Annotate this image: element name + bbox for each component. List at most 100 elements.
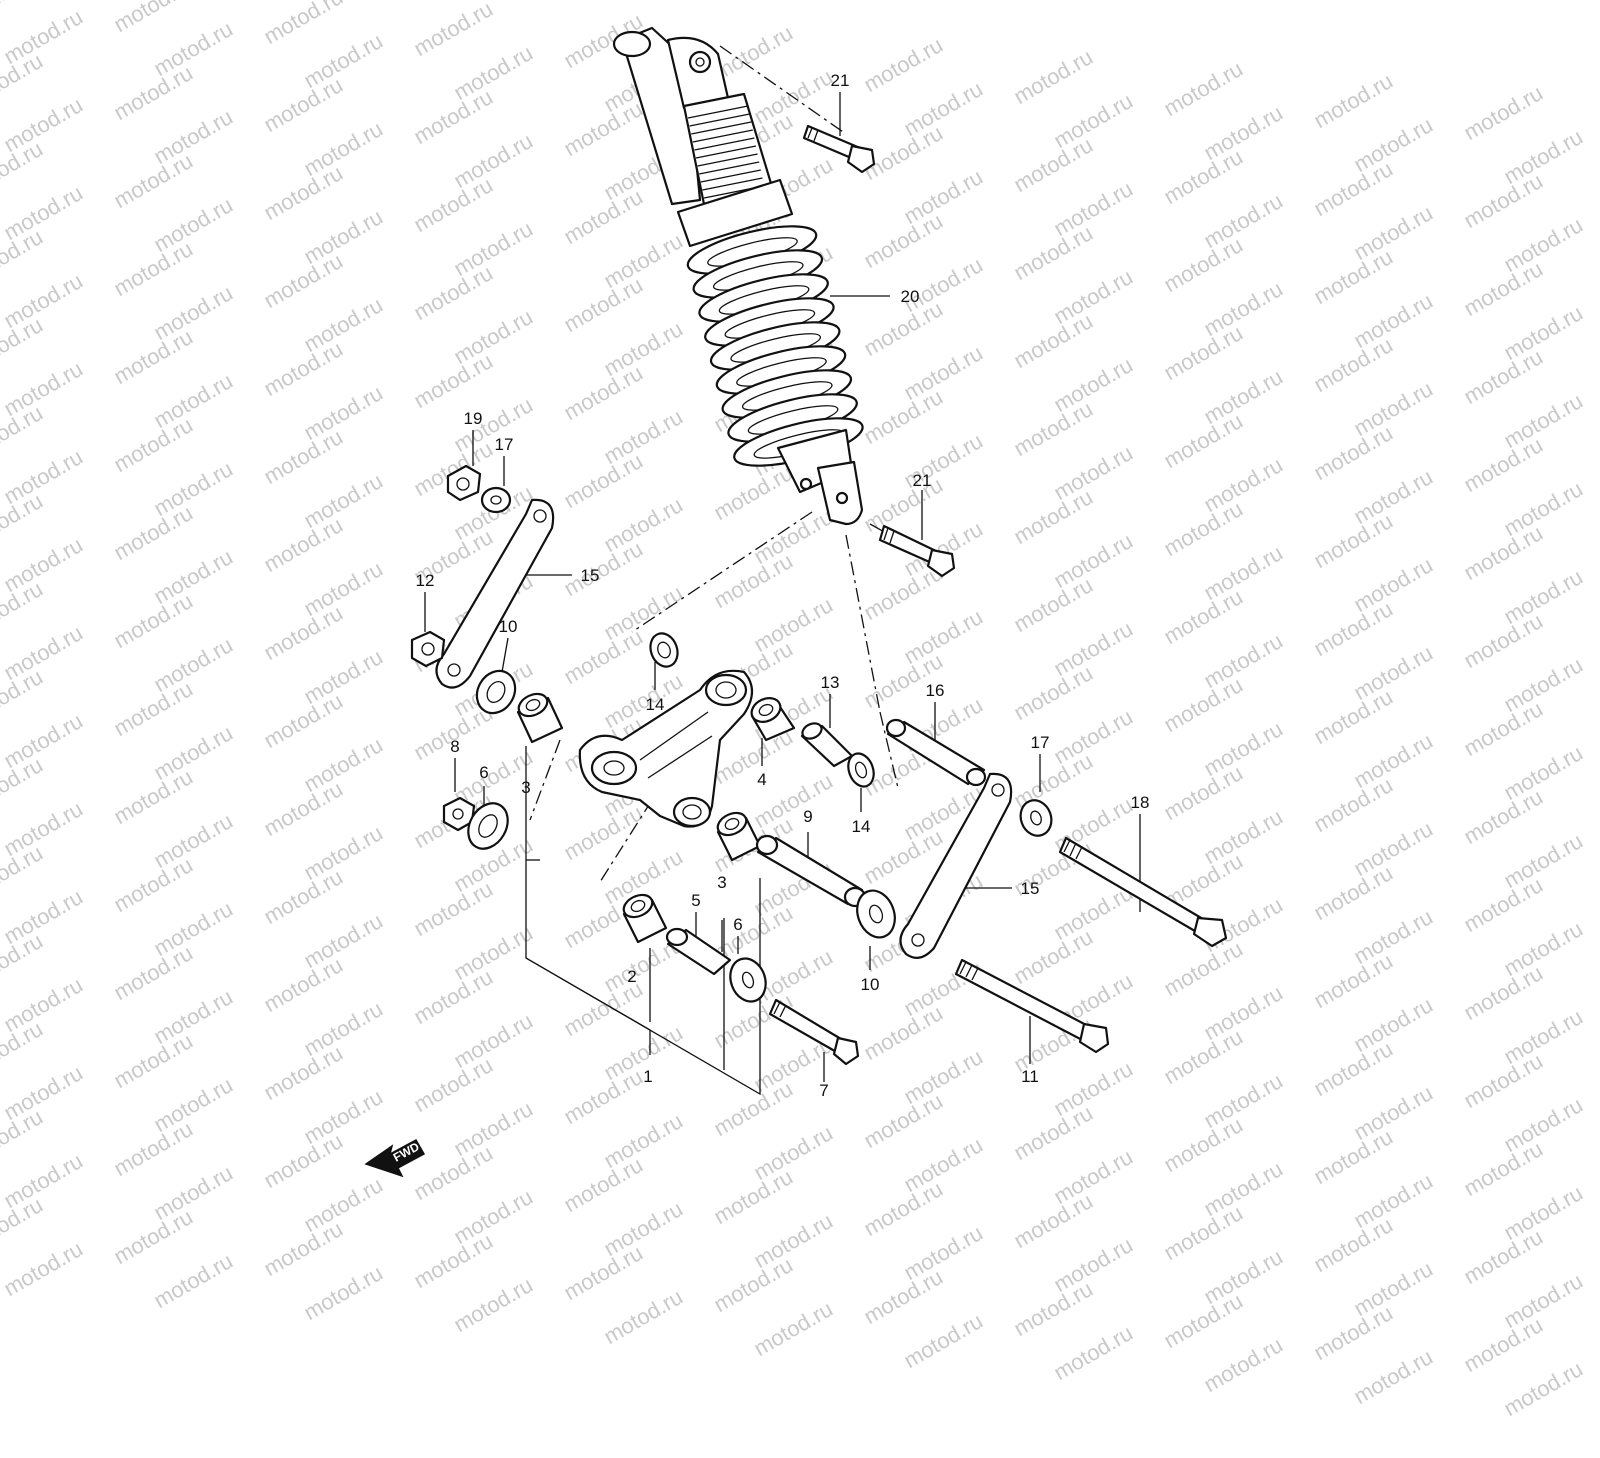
callout-10a: 10 xyxy=(499,617,518,636)
callout-8: 8 xyxy=(450,737,459,756)
thread-line xyxy=(694,137,755,151)
watermark-text: motod.ru xyxy=(0,1192,48,1258)
watermark-text: motod.ru xyxy=(1309,1212,1398,1278)
watermark-text: motod.ru xyxy=(149,1248,238,1314)
callout-3b: 3 xyxy=(717,873,726,892)
watermark-text: motod.ru xyxy=(1349,1256,1438,1322)
watermark-text: motod.ru xyxy=(859,1264,948,1330)
watermark-text: motod.ru xyxy=(1349,1344,1438,1410)
watermark-text: motod.ru xyxy=(749,1208,838,1274)
callout-4: 4 xyxy=(757,770,766,789)
callout-14b: 14 xyxy=(852,817,871,836)
callout-20: 20 xyxy=(901,287,920,306)
watermark-text: motod.ru xyxy=(559,1240,648,1306)
fwd-arrow-icon: FWD xyxy=(364,1138,426,1178)
callout-1: 1 xyxy=(643,1067,652,1086)
watermark-text: motod.ru xyxy=(749,1296,838,1362)
watermark-text: motod.ru xyxy=(709,1252,798,1318)
bolt-7 xyxy=(768,998,860,1066)
watermark-text: motod.ru xyxy=(1199,1244,1288,1310)
watermark-text: motod.ru xyxy=(1159,1288,1248,1354)
watermark-text: motod.ru xyxy=(259,1216,348,1282)
watermark-text: motod.ru xyxy=(1199,1332,1288,1398)
bolt-21-middle xyxy=(878,524,956,578)
watermark-text: motod.ru xyxy=(1049,1320,1138,1386)
callout-7: 7 xyxy=(819,1081,828,1100)
watermark-text: motod.ru xyxy=(409,1228,498,1294)
bearing-4 xyxy=(750,697,796,742)
shock-absorber-assy xyxy=(612,26,864,526)
collar-14-lower xyxy=(847,752,875,788)
thread-line xyxy=(687,105,749,119)
shaft-9 xyxy=(755,834,867,908)
watermark-text: motod.ru xyxy=(599,1284,688,1350)
watermark-text: motod.ru xyxy=(0,1236,88,1302)
tie-rod-15-lower xyxy=(899,772,1013,959)
nut-12 xyxy=(410,630,446,668)
callout-5: 5 xyxy=(691,891,700,910)
callout-21b: 21 xyxy=(913,471,932,490)
thread-line xyxy=(700,169,761,183)
callout-19: 19 xyxy=(464,409,483,428)
callout-12: 12 xyxy=(416,571,435,590)
collar-14-upper xyxy=(649,632,679,668)
shaft-16 xyxy=(885,718,987,787)
callout-16: 16 xyxy=(926,681,945,700)
watermark-text: motod.ru xyxy=(899,1220,988,1286)
axis-lines xyxy=(529,45,899,883)
watermark-text: motod.ru xyxy=(1309,1300,1398,1366)
callout-10b: 10 xyxy=(861,975,880,994)
seal-6-lower xyxy=(729,957,767,1003)
watermark-text: motod.ru xyxy=(1459,1312,1548,1378)
spacer-13 xyxy=(800,722,854,768)
bearing-3-center xyxy=(716,811,762,862)
thread-line xyxy=(697,153,758,167)
watermark-text: motod.ru xyxy=(1159,1200,1248,1266)
watermark-text: motod.ru xyxy=(599,1196,688,1262)
callout-2: 2 xyxy=(627,967,636,986)
tie-rod-15-upper xyxy=(435,498,555,689)
watermark-text: motod.ru xyxy=(1009,1276,1098,1342)
watermark-text: motod.ru xyxy=(1499,1268,1588,1334)
seal-6-left xyxy=(467,802,509,850)
bolt-21-top xyxy=(802,124,876,174)
callout-15b: 15 xyxy=(1021,879,1040,898)
callout-13: 13 xyxy=(821,673,840,692)
seal-10-upper xyxy=(475,669,517,715)
callout-14a: 14 xyxy=(646,695,665,714)
thread-line xyxy=(699,161,760,175)
rear-shock-linkage-drawing: FWD 1 2 3 3 4 5 6 6 7 8 9 10 10 11 12 13… xyxy=(364,26,1228,1178)
watermark-text: motod.ru xyxy=(1049,1232,1138,1298)
watermark-text: motod.ru xyxy=(299,1260,388,1326)
seal-10-lower xyxy=(856,889,896,939)
callout-3a: 3 xyxy=(521,778,530,797)
bolt-11 xyxy=(954,958,1110,1054)
thread-line xyxy=(691,121,752,135)
callout-17b: 17 xyxy=(1031,733,1050,752)
callout-9: 9 xyxy=(803,807,812,826)
cushion-lever xyxy=(578,669,754,828)
watermark-text: motod.ru xyxy=(899,1308,988,1374)
watermark-text: motod.ru xyxy=(109,1204,198,1270)
spacer-5 xyxy=(665,927,732,976)
watermark-text: motod.ru xyxy=(449,1272,538,1338)
nut-19 xyxy=(446,464,482,502)
thread-line xyxy=(692,129,753,143)
callout-11: 11 xyxy=(1021,1067,1039,1086)
thread-line xyxy=(695,145,757,159)
thread-line xyxy=(689,113,750,127)
thread-line xyxy=(702,177,763,191)
callout-15a: 15 xyxy=(581,566,600,585)
watermark-text: motod.ru xyxy=(1459,1224,1548,1290)
callout-21a: 21 xyxy=(831,71,850,90)
washer-17-right xyxy=(1019,799,1053,837)
washer-17-left xyxy=(480,486,512,514)
bearing-3-left xyxy=(516,692,564,744)
watermark-text: motod.ru xyxy=(1499,1356,1588,1422)
callout-18: 18 xyxy=(1131,793,1150,812)
callout-6a: 6 xyxy=(479,763,488,782)
callouts: 1 2 3 3 4 5 6 6 7 8 9 10 10 11 12 13 14 … xyxy=(416,71,1150,1100)
bolt-18 xyxy=(1058,836,1228,948)
bearing-2 xyxy=(622,893,668,944)
